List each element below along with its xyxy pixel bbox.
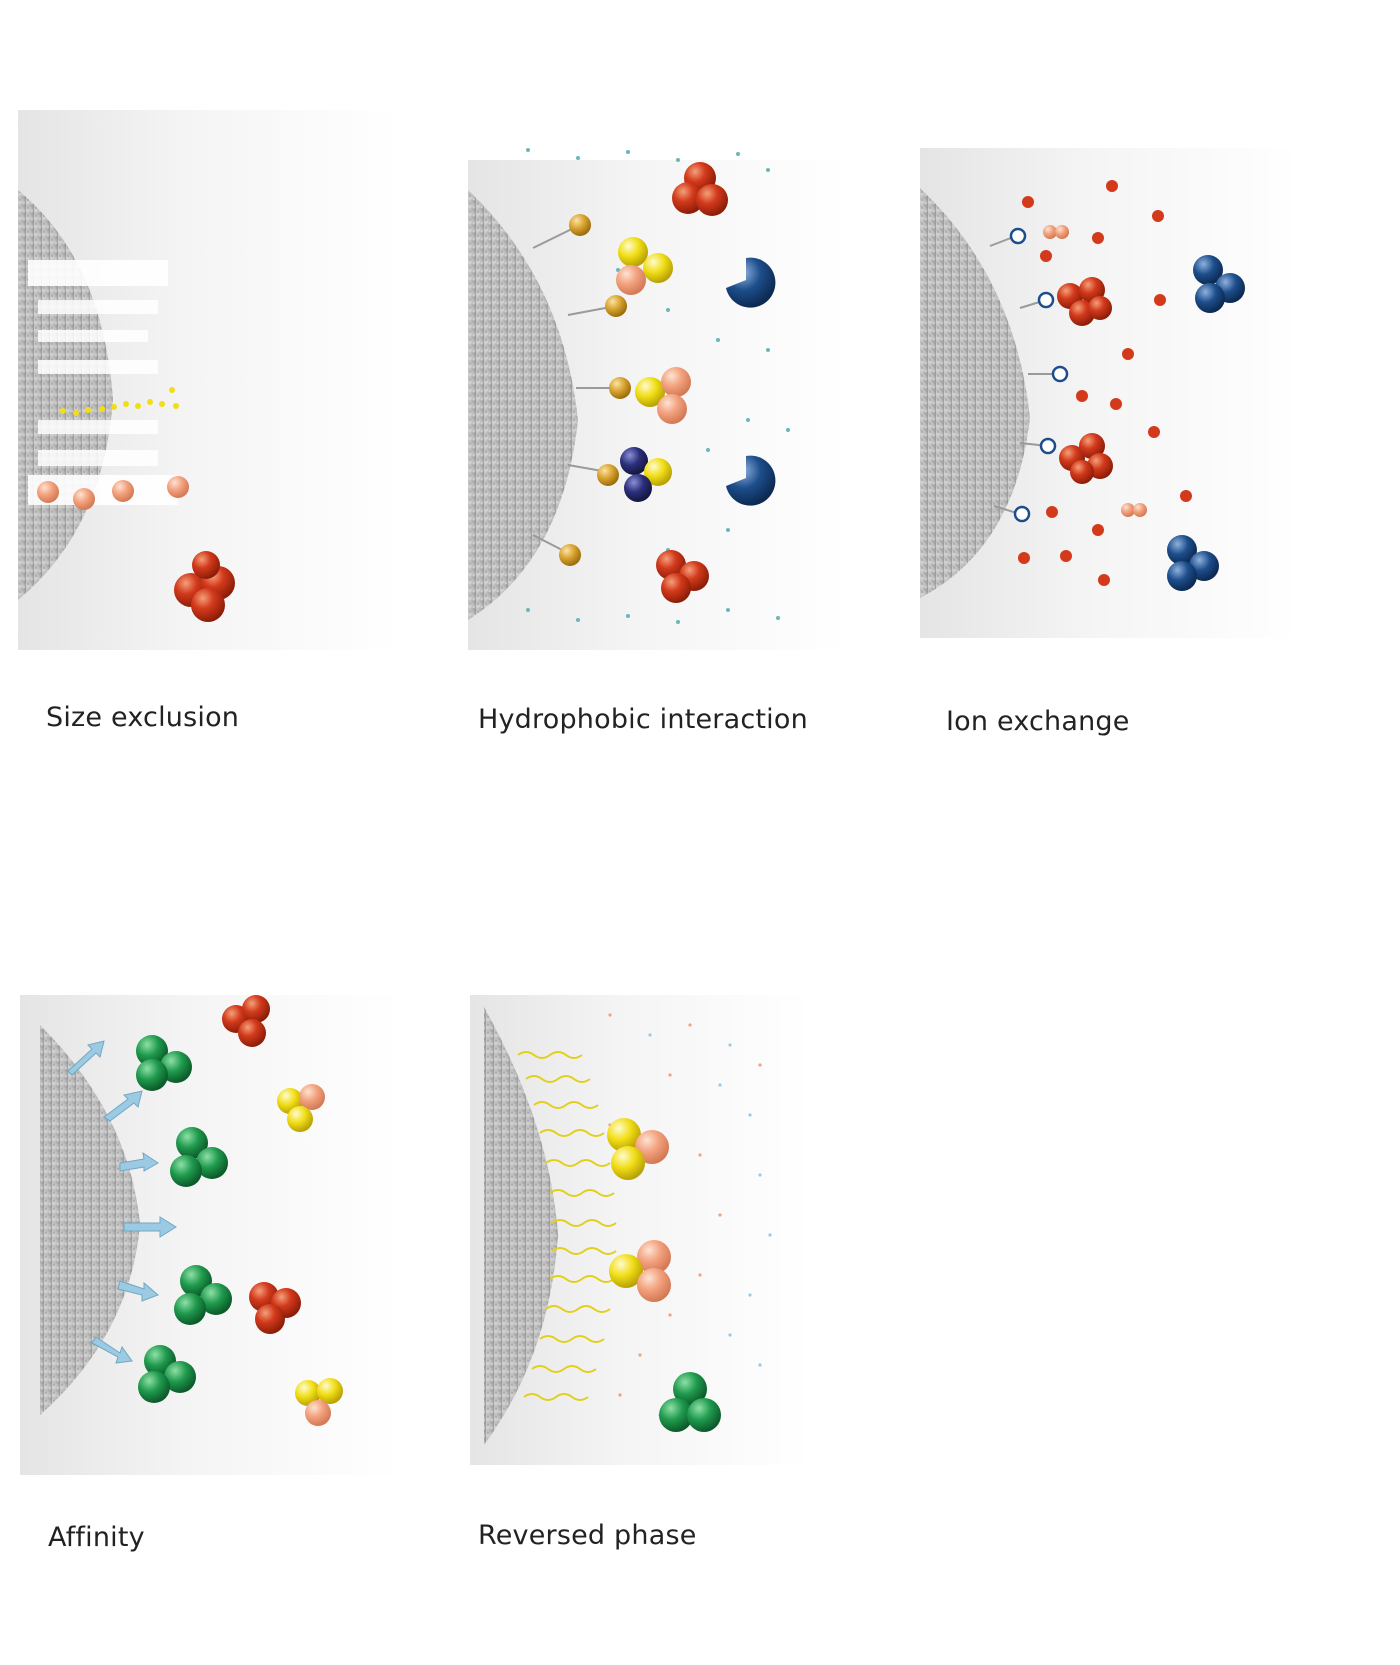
- bound-protein-2: [635, 367, 691, 424]
- bound-protein-2: [609, 1240, 671, 1302]
- stationary-phase-bead: [468, 190, 578, 620]
- green-protein: [659, 1372, 721, 1432]
- bound-protein-1: [607, 1118, 669, 1180]
- navy-protein-1: [726, 257, 776, 308]
- red-protein-2: [249, 1282, 301, 1334]
- navy-protein-bottom: [1167, 535, 1219, 591]
- yellow-orange-protein-1: [277, 1084, 325, 1132]
- bound-red-protein-1: [1057, 277, 1112, 326]
- panel-reversed-phase: [470, 975, 810, 1465]
- red-protein-1: [222, 995, 270, 1047]
- bound-red-protein-2: [1059, 433, 1113, 484]
- medium-proteins: [37, 476, 189, 510]
- bound-protein-1: [616, 237, 673, 295]
- caption-reversed-phase: Reversed phase: [478, 1520, 697, 1551]
- affinity-illustration: [20, 995, 400, 1475]
- caption-size-exclusion: Size exclusion: [46, 702, 240, 733]
- hydrophobic-ligands: [559, 214, 631, 566]
- panel-size-exclusion: [18, 110, 398, 650]
- green-protein-2: [170, 1127, 228, 1187]
- green-protein-1: [136, 1035, 192, 1091]
- ion-exchange-illustration: [920, 148, 1300, 638]
- panel-ion-exchange: [920, 118, 1300, 638]
- navy-protein-2: [726, 455, 776, 506]
- stationary-phase-bead: [920, 188, 1030, 598]
- salt-dots: [526, 148, 790, 624]
- small-orange-pair-1: [1043, 225, 1069, 239]
- bound-protein-3: [620, 447, 672, 502]
- yellow-orange-protein-2: [295, 1378, 343, 1426]
- small-orange-pair-2: [1121, 503, 1147, 517]
- stationary-phase-bead: [484, 1007, 558, 1445]
- alkyl-chains: [517, 1051, 617, 1401]
- ligand-arrows: [67, 1040, 177, 1364]
- size-exclusion-illustration: [18, 110, 398, 650]
- caption-affinity: Affinity: [48, 1522, 145, 1553]
- positive-charges: [1009, 227, 1069, 523]
- large-protein-red: [174, 551, 235, 622]
- free-protein-red-bottom: [656, 550, 709, 603]
- panel-affinity: [20, 975, 400, 1475]
- caption-ion-exchange: Ion exchange: [946, 706, 1130, 737]
- hydrophobic-illustration: [468, 148, 848, 650]
- caption-hydrophobic-interaction: Hydrophobic interaction: [478, 704, 808, 735]
- negative-ions: [1018, 180, 1192, 586]
- navy-protein-top: [1193, 255, 1245, 313]
- small-molecules: [60, 387, 179, 416]
- panel-hydrophobic-interaction: [468, 130, 848, 650]
- green-protein-3: [174, 1265, 232, 1325]
- stationary-phase-bead: [40, 1025, 140, 1415]
- green-protein-4: [138, 1345, 196, 1403]
- reversed-phase-illustration: [470, 995, 810, 1465]
- free-protein-red-top: [672, 162, 728, 216]
